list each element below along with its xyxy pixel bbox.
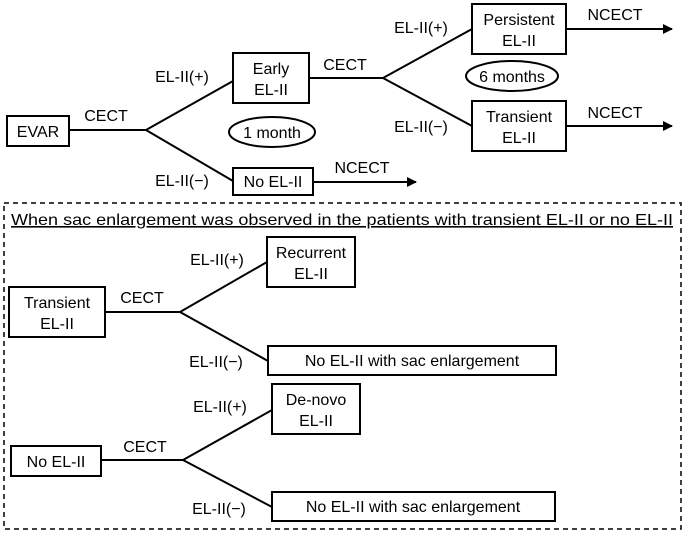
el-negative-label-a: EL-II(−) [189, 354, 243, 371]
no-el-ii-sac-box-b [271, 491, 556, 522]
denovo-el-ii-box [271, 383, 361, 435]
early-el-ii-line1: Early [253, 61, 289, 78]
six-months-label: 6 months [479, 69, 545, 86]
branch-el-positive-2 [382, 28, 473, 79]
transient-el-ii-line2-bottom: EL-II [40, 316, 74, 333]
branch-el-negative-1 [145, 129, 234, 182]
sac-enlargement-panel: When sac enlargement was observed in the… [3, 202, 682, 530]
recurrent-el-ii-box [266, 236, 356, 288]
no-el-ii-box-top [232, 167, 314, 196]
no-el-ii-sac-box-a [267, 345, 557, 376]
persistent-el-ii-line1: Persistent [483, 12, 555, 29]
persistent-el-ii-line2: EL-II [502, 33, 536, 50]
transient-el-ii-box-top [471, 100, 567, 152]
transient-el-ii-line2-top: EL-II [502, 130, 536, 147]
ncect-label-persistent: NCECT [587, 7, 642, 24]
el-positive-label-b: EL-II(+) [193, 399, 247, 416]
denovo-el-ii-line1: De-novo [286, 392, 347, 409]
six-months-ellipse [465, 60, 559, 92]
no-el-ii-label-bottom: No EL-II [27, 454, 86, 471]
branch-el-negative-a [179, 311, 269, 362]
branch-el-positive-b [182, 409, 273, 461]
no-el-ii-label-top: No EL-II [244, 174, 303, 191]
no-el-ii-sac-label-b: No EL-II with sac enlargement [306, 499, 521, 516]
branch-el-negative-b [182, 459, 273, 508]
el-positive-label-2: EL-II(+) [394, 20, 448, 37]
no-el-ii-box-bottom [10, 445, 102, 477]
cect-label-b: CECT [123, 439, 167, 456]
transient-el-ii-line1-top: Transient [486, 109, 553, 126]
evar-label: EVAR [17, 124, 59, 141]
evar-box [6, 115, 70, 147]
transient-el-ii-line1-bottom: Transient [24, 295, 91, 312]
el-negative-label-1: EL-II(−) [155, 173, 209, 190]
early-el-ii-line2: EL-II [254, 82, 288, 99]
branch-el-positive-1 [145, 80, 234, 131]
el-negative-label-b: EL-II(−) [192, 501, 246, 518]
cect-label-2: CECT [323, 57, 367, 74]
persistent-el-ii-box [471, 3, 567, 55]
one-month-label: 1 month [243, 125, 301, 142]
top-flow: EVAR CECT EL-II(+) EL-II(−) Early EL-II … [6, 3, 673, 196]
el-positive-label-a: EL-II(+) [190, 252, 244, 269]
denovo-el-ii-line2: EL-II [299, 413, 333, 430]
one-month-ellipse [228, 116, 316, 148]
cect-label-a: CECT [120, 290, 164, 307]
ncect-label-transient: NCECT [587, 105, 642, 122]
recurrent-el-ii-line1: Recurrent [276, 245, 347, 262]
transient-el-ii-box-bottom [8, 286, 106, 338]
no-el-ii-sac-label-a: No EL-II with sac enlargement [305, 353, 520, 370]
branch-el-negative-2 [382, 77, 473, 127]
recurrent-el-ii-line2: EL-II [294, 266, 328, 283]
dashed-panel-border [3, 202, 682, 530]
el-positive-label-1: EL-II(+) [155, 69, 209, 86]
branch-el-positive-a [179, 261, 268, 313]
el-negative-label-2: EL-II(−) [394, 119, 448, 136]
ncect-label-no-el: NCECT [334, 160, 389, 177]
cect-label-1: CECT [84, 108, 128, 125]
panel-title: When sac enlargement was observed in the… [11, 212, 673, 229]
